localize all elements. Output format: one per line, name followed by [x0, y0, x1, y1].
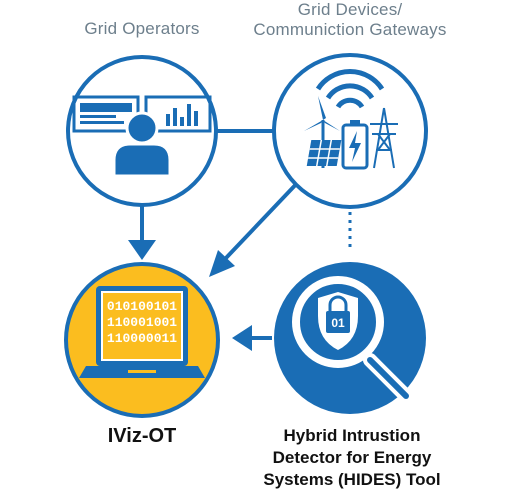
label-grid-operators: Grid Operators [84, 19, 200, 38]
arrow-operators-to-iviz [128, 206, 156, 260]
arrow-hides-to-iviz [232, 325, 272, 351]
operator-at-monitors-icon [72, 95, 212, 178]
binary-line-3: 110000011 [107, 331, 177, 346]
label-iviz-ot: IViz-OT [107, 425, 177, 447]
wireless-energy-devices-icon [304, 69, 398, 170]
label-grid-devices: Grid Devices/ Communiction Gateways [253, 0, 447, 39]
laptop-binary-icon: 010100101 110001001 110000011 [79, 286, 205, 378]
node-iviz-ot: 010100101 110001001 110000011 [64, 262, 220, 418]
node-grid-operators [66, 55, 218, 207]
arrow-devices-to-iviz [209, 176, 304, 277]
binary-line-2: 110001001 [107, 315, 177, 330]
node-grid-devices [272, 53, 428, 209]
binary-line-1: 010100101 [107, 299, 177, 314]
lock-badge-text: 01 [331, 316, 345, 330]
label-hides: Hybrid Intrustion Detector for Energy Sy… [263, 426, 441, 489]
shield-magnifier-icon: 01 [292, 276, 415, 405]
node-hides: 01 [274, 262, 426, 414]
